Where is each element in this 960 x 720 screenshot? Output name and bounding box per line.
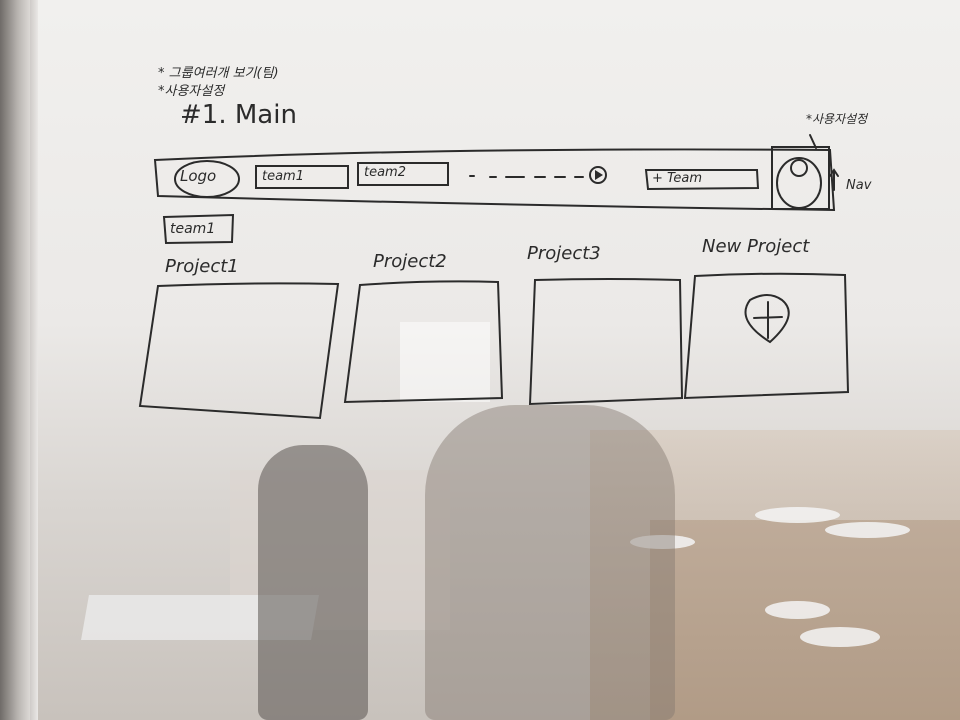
nav-logo[interactable]: Logo (180, 167, 217, 185)
selected-team-box (162, 213, 235, 245)
project2-title[interactable]: Project2 (373, 251, 447, 272)
note-line-1: * 그룹여러개 보기(팀) (158, 66, 279, 81)
new-project-title[interactable]: New Project (702, 236, 810, 257)
team1-tab-box (255, 165, 349, 189)
new-project-box (683, 272, 850, 400)
table-reflection (650, 520, 960, 720)
person-reflection (258, 445, 368, 720)
whiteboard-frame (0, 0, 30, 720)
next-arrow-circle (589, 166, 607, 184)
project3-box (528, 278, 684, 406)
project2-box (343, 280, 504, 404)
person-reflection (425, 405, 675, 720)
selected-team-label[interactable]: team1 (170, 221, 216, 237)
page-heading: #1. Main (180, 100, 297, 130)
wireframe-sketch (138, 134, 850, 420)
floor-reflection (590, 430, 960, 720)
stool-reflection (765, 601, 830, 619)
stool-reflection (825, 522, 910, 538)
plus-icon (753, 301, 783, 339)
plus-badge (744, 294, 790, 344)
stool-reflection (630, 535, 695, 549)
stool-reflection (755, 507, 840, 523)
project3-title[interactable]: Project3 (527, 243, 601, 264)
add-team-button[interactable]: + Team (652, 171, 702, 186)
note-line-2: *사용자설정 (158, 84, 225, 99)
nav-bar-outline (153, 148, 836, 212)
project1-box (138, 282, 340, 420)
project1-title[interactable]: Project1 (165, 256, 239, 277)
logo-oval (174, 160, 240, 198)
team2-tab-box (357, 162, 449, 186)
whiteboard-frame-edge (30, 0, 38, 720)
more-tabs-dashes (469, 175, 584, 178)
user-setting-note: *사용자설정 (806, 112, 868, 126)
stool-reflection (800, 627, 880, 647)
nav-label: Nav (846, 178, 872, 193)
nav-tab-team1[interactable]: team1 (262, 169, 304, 184)
nav-tab-team2[interactable]: team2 (364, 165, 406, 180)
window-reflection (400, 322, 490, 402)
add-team-box (644, 169, 760, 191)
whiteboard: * 그룹여러개 보기(팀) *사용자설정 #1. Main Logo team1… (30, 0, 960, 720)
avatar-box (771, 146, 830, 210)
